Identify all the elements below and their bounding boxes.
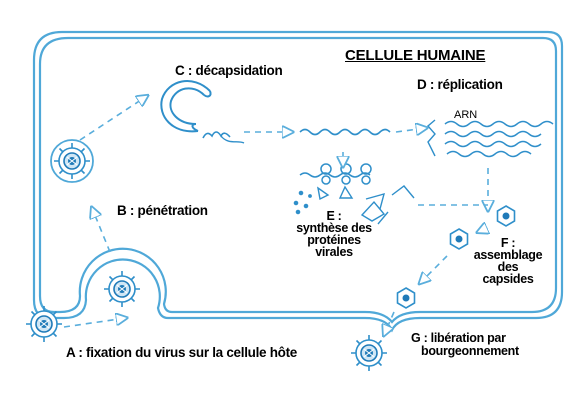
ribosomes-icon <box>300 164 371 184</box>
uncoating-capsule-icon <box>161 81 244 143</box>
label-step-f-line-3: capsides <box>448 274 568 286</box>
label-step-g-head: G : <box>411 331 427 345</box>
label-step-a: A : fixation du virus sur la cellule hôt… <box>66 346 297 360</box>
label-step-g-text-1: libération par <box>431 331 506 345</box>
label-step-g-line-2: bourgeonnement <box>411 345 519 358</box>
label-step-e: E : synthèse des protéines virales <box>274 211 394 259</box>
label-step-b: B : pénétration <box>117 204 208 218</box>
label-step-c: C : décapsidation <box>175 64 282 78</box>
capsid-icon <box>498 206 515 226</box>
rna-strands-icon <box>428 120 553 157</box>
capsid-icon <box>398 288 415 308</box>
budding-virus-icon <box>351 335 387 371</box>
attached-virus-icon <box>104 271 140 307</box>
cell-title: CELLULE HUMAINE <box>345 48 485 63</box>
label-step-d: D : réplication <box>417 78 503 92</box>
label-step-g-line-1: G : libération par <box>411 332 519 345</box>
viral-genome-strand <box>300 130 390 135</box>
label-step-f: F : assemblage des capsides <box>448 238 568 286</box>
rna-label: ARN <box>454 110 477 121</box>
endocytic-vesicle-icon <box>51 140 93 182</box>
label-step-g: G : libération par bourgeonnement <box>411 332 519 357</box>
label-step-e-line-3: virales <box>274 247 394 259</box>
